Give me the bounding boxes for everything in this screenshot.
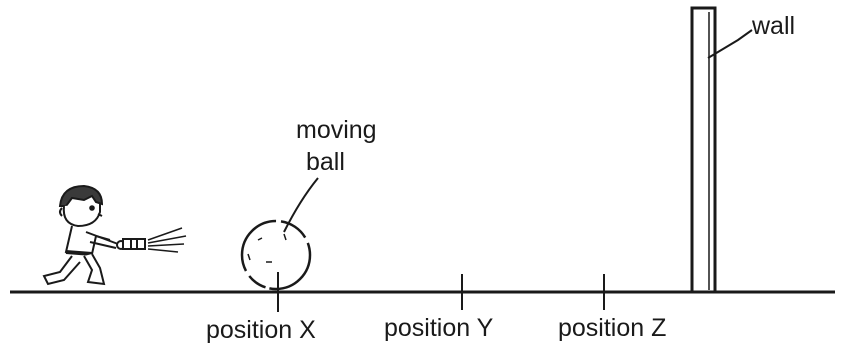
boy-with-torch-icon bbox=[42, 184, 187, 286]
torch-icon bbox=[122, 227, 187, 253]
moving-ball bbox=[240, 177, 319, 291]
wall-pointer bbox=[707, 29, 753, 59]
wall-icon bbox=[690, 6, 717, 294]
ball-pointer bbox=[283, 177, 319, 233]
position-x-label: position X bbox=[206, 316, 316, 344]
position-y-label: position Y bbox=[384, 314, 494, 342]
position-z-label: position Z bbox=[558, 314, 667, 342]
wall-label: wall bbox=[752, 12, 796, 40]
wall bbox=[690, 6, 753, 294]
ball-icon bbox=[240, 219, 312, 291]
ball-label: ball bbox=[306, 148, 345, 176]
moving-label: moving bbox=[296, 116, 377, 144]
